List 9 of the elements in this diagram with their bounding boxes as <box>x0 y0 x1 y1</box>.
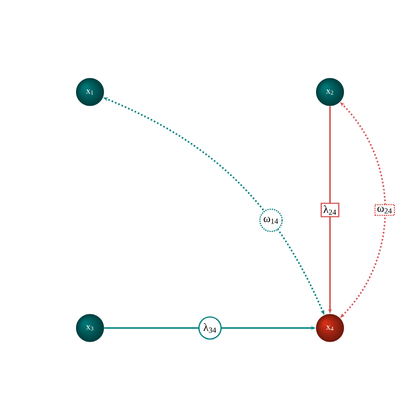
arrow <box>340 102 386 318</box>
edge-label: λ$_{24}$ <box>320 202 340 218</box>
edge-label: ω$_{14}$ <box>259 208 283 232</box>
edge-label: ω$_{24}$ <box>374 204 396 216</box>
ball-node: x$_{4}$ <box>316 314 344 342</box>
ball-node: x$_{1}$ <box>76 78 104 106</box>
ball-node: x$_{3}$ <box>76 314 104 342</box>
edge-label: λ$_{34}$ <box>198 316 222 340</box>
ball-node: x$_{2}$ <box>316 78 344 106</box>
